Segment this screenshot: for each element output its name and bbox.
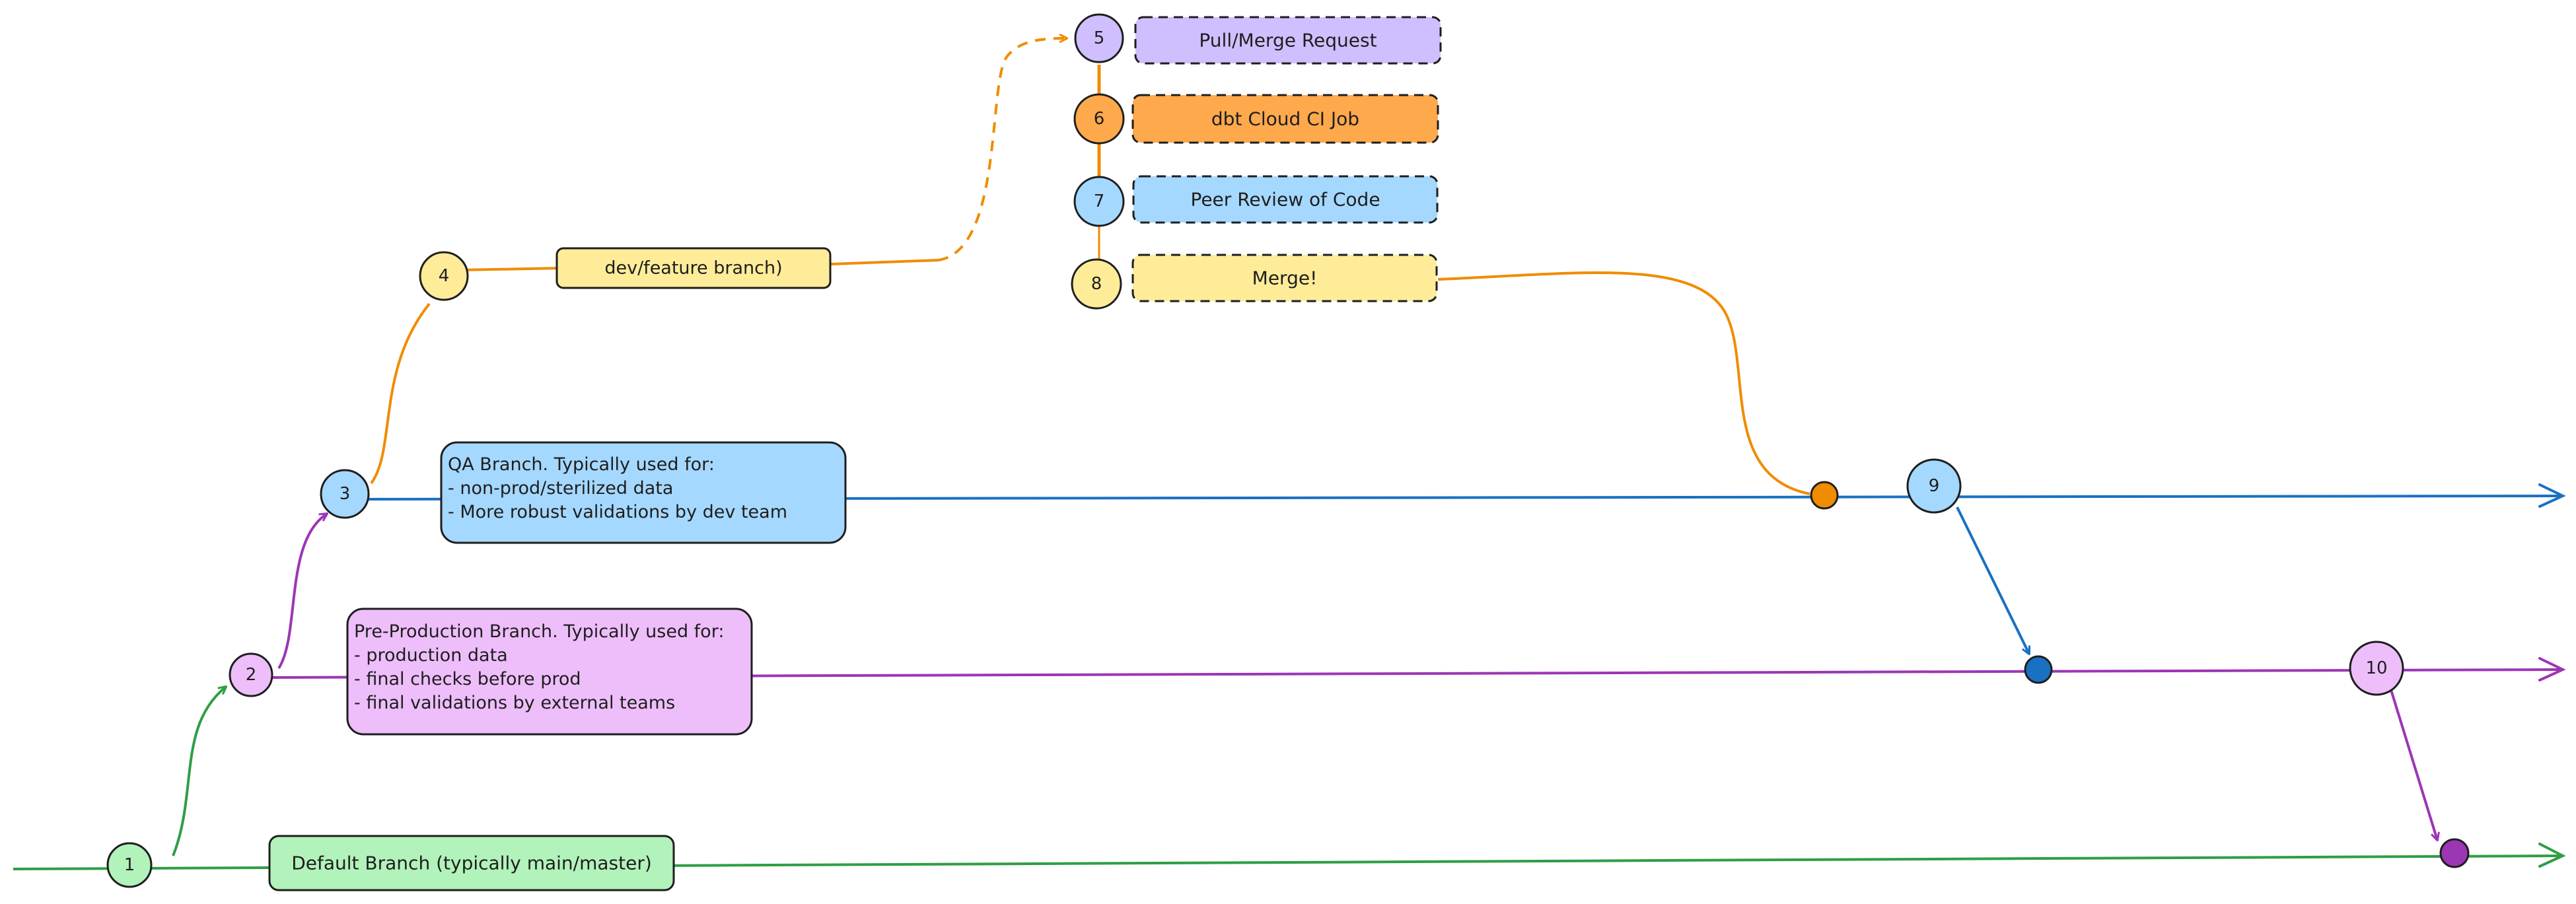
node-10: 10 (2349, 641, 2404, 696)
svg-text:3: 3 (340, 484, 351, 504)
svg-text:2: 2 (246, 665, 257, 685)
ci-job-text: dbt Cloud CI Job (1211, 108, 1359, 130)
qa-item-1: - non-prod/sterilized data (448, 478, 673, 499)
node-9: 9 (1906, 458, 1962, 514)
qa-item-2: - More robust validations by dev team (448, 502, 787, 522)
dev-branch-label: dev/feature branch) (555, 247, 832, 289)
qa-title: QA Branch. Typically used for: (448, 454, 715, 475)
default-branch-text: Default Branch (typically main/master) (291, 852, 652, 874)
peer-review-text: Peer Review of Code (1190, 189, 1380, 211)
pull-request-box: Pull/Merge Request (1134, 16, 1442, 65)
merge-dot-orange (1810, 481, 1839, 510)
node-5: 5 (1074, 13, 1124, 63)
connector-merge-to-qa (1437, 271, 1810, 495)
merge-text: Merge! (1252, 267, 1318, 289)
preprod-item-1: - production data (354, 645, 508, 666)
preprod-item-3: - final validations by external teams (354, 693, 675, 713)
ci-job-box: dbt Cloud CI Job (1131, 94, 1439, 144)
node-6: 6 (1073, 93, 1125, 145)
connector-3-to-4 (370, 302, 431, 485)
merge-dot-purple (2439, 838, 2470, 868)
merge-box: Merge! (1131, 254, 1438, 302)
default-branch-label: Default Branch (typically main/master) (268, 835, 675, 891)
svg-text:5: 5 (1094, 28, 1105, 48)
svg-text:6: 6 (1094, 109, 1105, 129)
node-4: 4 (419, 251, 469, 301)
connector-dev-to-pr (937, 38, 1067, 261)
svg-text:8: 8 (1091, 274, 1102, 294)
connector-9-to-preprod (1956, 506, 2029, 654)
svg-text:7: 7 (1094, 191, 1105, 211)
merge-dot-blue (2024, 655, 2053, 684)
connector-2-to-3 (277, 514, 327, 670)
svg-text:9: 9 (1929, 476, 1940, 496)
node-8: 8 (1071, 258, 1122, 310)
dev-branch-text: dev/feature branch) (604, 258, 782, 279)
connector-10-to-default (2390, 689, 2437, 840)
preprod-item-2: - final checks before prod (354, 669, 581, 689)
connector-1-to-2 (172, 687, 226, 856)
node-3: 3 (320, 469, 370, 519)
peer-review-box: Peer Review of Code (1132, 175, 1439, 224)
qa-branch-label: QA Branch. Typically used for: - non-pro… (440, 441, 847, 544)
pull-request-text: Pull/Merge Request (1199, 30, 1377, 52)
svg-text:4: 4 (439, 266, 450, 286)
dev-branch-line (458, 259, 939, 271)
node-1: 1 (106, 842, 153, 888)
preprod-branch-label: Pre-Production Branch. Typically used fo… (346, 608, 753, 736)
node-2: 2 (229, 652, 273, 697)
svg-text:1: 1 (124, 855, 135, 875)
node-7: 7 (1073, 176, 1125, 227)
svg-text:10: 10 (2365, 658, 2387, 678)
preprod-title: Pre-Production Branch. Typically used fo… (354, 621, 724, 642)
